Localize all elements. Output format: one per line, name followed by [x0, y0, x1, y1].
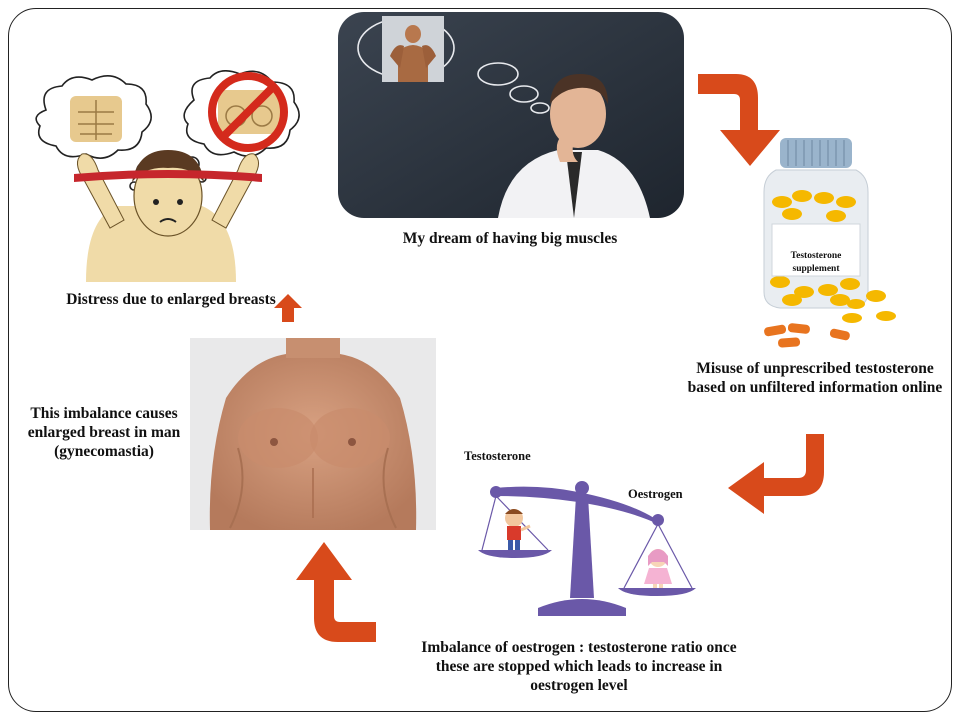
- scale-label-testosterone: Testosterone: [464, 449, 531, 463]
- gynecomastia-photo: [190, 338, 436, 530]
- caption-misuse: Misuse of unprescribed testosterone base…: [687, 360, 943, 396]
- arrow-imbalance-to-gynecomastia: [294, 540, 378, 644]
- bottle-label-line1: Testosterone: [790, 251, 842, 261]
- caption-dream: My dream of having big muscles: [402, 230, 618, 247]
- testosterone-bottle: [752, 136, 902, 350]
- caption-distress: Distress due to enlarged breasts: [66, 291, 276, 308]
- arrow-gynecomastia-to-distress: [272, 292, 304, 324]
- distress-cartoon: [26, 70, 310, 282]
- bottle-label: Testosterone supplement: [772, 250, 860, 276]
- hormone-balance-scale: [478, 462, 700, 626]
- arrow-misuse-to-imbalance: [724, 432, 828, 516]
- scale-label-oestrogen: Oestrogen: [628, 487, 683, 501]
- caption-gynecomastia: This imbalance causes enlarged breast in…: [27, 405, 181, 460]
- dream-scene: [338, 12, 684, 218]
- bottle-label-line2: supplement: [792, 264, 840, 274]
- arrow-dream-to-supplement: [696, 68, 788, 168]
- caption-imbalance: Imbalance of oestrogen : testosterone ra…: [421, 639, 737, 694]
